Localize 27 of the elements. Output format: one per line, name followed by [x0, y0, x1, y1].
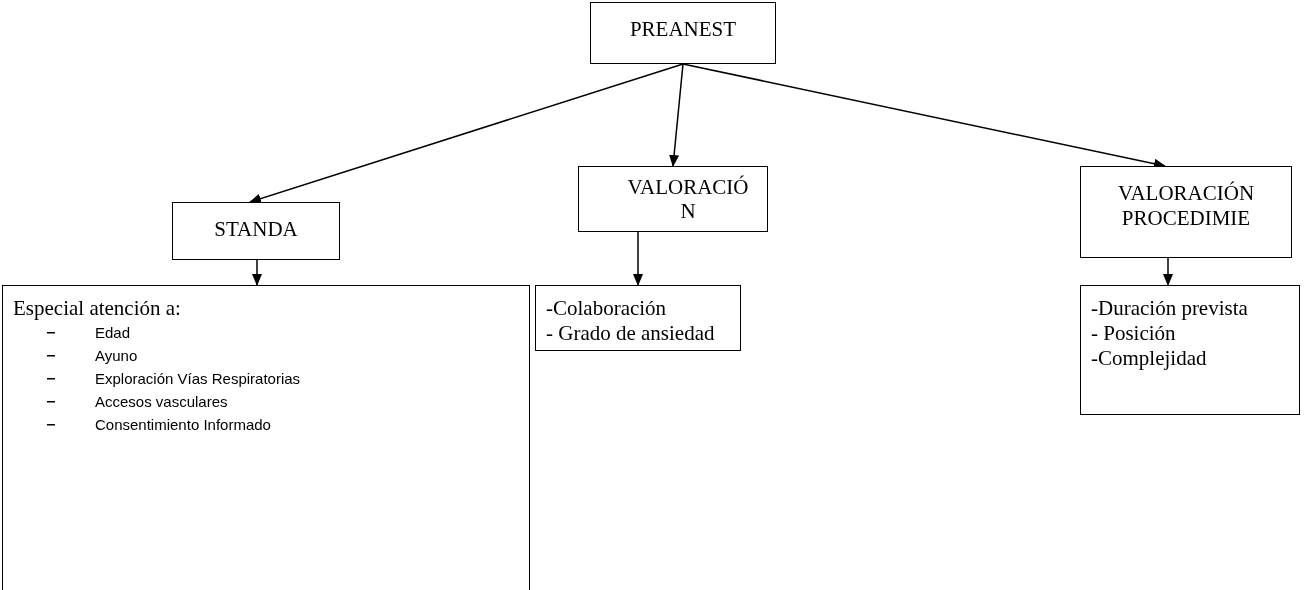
list-item: Accesos vasculares [95, 392, 228, 413]
process-box [1080, 166, 1292, 258]
list-heading: Especial atención a: [13, 296, 182, 322]
list-item: Ayuno [95, 346, 138, 367]
list-box [2, 285, 530, 590]
item-text: -Duración prevista [1091, 296, 1249, 322]
process-box [535, 285, 741, 351]
item-text: - Posición [1091, 321, 1177, 347]
list-item: Exploración Vías Respiratorias [95, 369, 301, 390]
arrow [249, 63, 684, 204]
item-text: -Complejidad [1091, 346, 1208, 372]
item-text: - Grado de ansiedad [546, 321, 716, 347]
arrow [633, 231, 643, 286]
list-item: Edad [95, 323, 131, 344]
box-title: VALORACIÓN [626, 175, 750, 224]
arrow [669, 63, 684, 167]
process-box [590, 2, 776, 64]
arrow [1163, 257, 1173, 286]
box-title: PREANEST [628, 17, 738, 43]
process-box [1080, 285, 1300, 415]
process-box [172, 202, 340, 260]
box-title: STANDA [213, 217, 299, 243]
process-box [578, 166, 768, 232]
arrow [252, 259, 262, 286]
list-item: Consentimiento Informado [95, 415, 271, 436]
box-title: VALORACIÓN PROCEDIMIE [1116, 181, 1256, 232]
item-text: -Colaboración [546, 296, 668, 322]
